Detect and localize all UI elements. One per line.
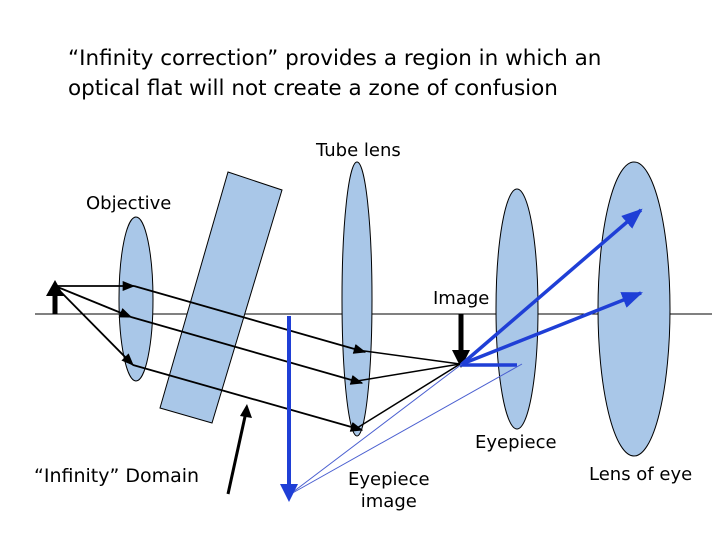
- eyepiece-lens: [495, 188, 539, 430]
- infinity-domain-label: “Infinity” Domain: [34, 465, 200, 487]
- ray-bottom-parallel: [132, 364, 364, 432]
- ray-bottom-in: [54, 285, 134, 366]
- title-line-1: “Infinity correction” provides a region …: [68, 46, 602, 71]
- ray-bottom-converge: [356, 363, 461, 429]
- title-line-2: optical flat will not create a zone of c…: [68, 76, 558, 101]
- slide-title: “Infinity correction” provides a region …: [68, 44, 601, 104]
- objective-label: Objective: [86, 193, 172, 214]
- ray-top-converge: [356, 349, 461, 365]
- ray-top-parallel: [133, 285, 367, 354]
- optical-flat: [159, 171, 283, 424]
- image-label: Image: [433, 288, 490, 309]
- ray-mid-parallel: [130, 316, 364, 385]
- tube-lens: [341, 161, 373, 437]
- ray-mid-converge: [356, 363, 461, 382]
- ray-mid-in: [54, 285, 133, 318]
- blue-ray-upper: [460, 208, 643, 366]
- eyepiece-image-label-line-1: Eyepiece: [348, 469, 430, 490]
- infinity-domain-pointer: [226, 411, 248, 495]
- virtual-ray-lower: [288, 363, 523, 496]
- infinity-domain-pointer-head: [240, 404, 252, 418]
- lens-of-eye-label: Lens of eye: [589, 464, 693, 485]
- eyepiece-label: Eyepiece: [475, 432, 557, 453]
- virtual-image-arrowhead: [280, 484, 298, 502]
- virtual-ray-upper: [288, 363, 463, 496]
- eyepiece-image-label: Eyepiece image: [348, 469, 430, 513]
- eyepiece-image-label-line-2: image: [360, 491, 417, 512]
- blue-ray-lower: [461, 291, 643, 366]
- image-arrowhead: [452, 350, 470, 368]
- tube-lens-label: Tube lens: [316, 140, 401, 161]
- objective-lens: [118, 216, 154, 382]
- object-arrowhead: [46, 280, 64, 296]
- eye-lens: [597, 161, 671, 457]
